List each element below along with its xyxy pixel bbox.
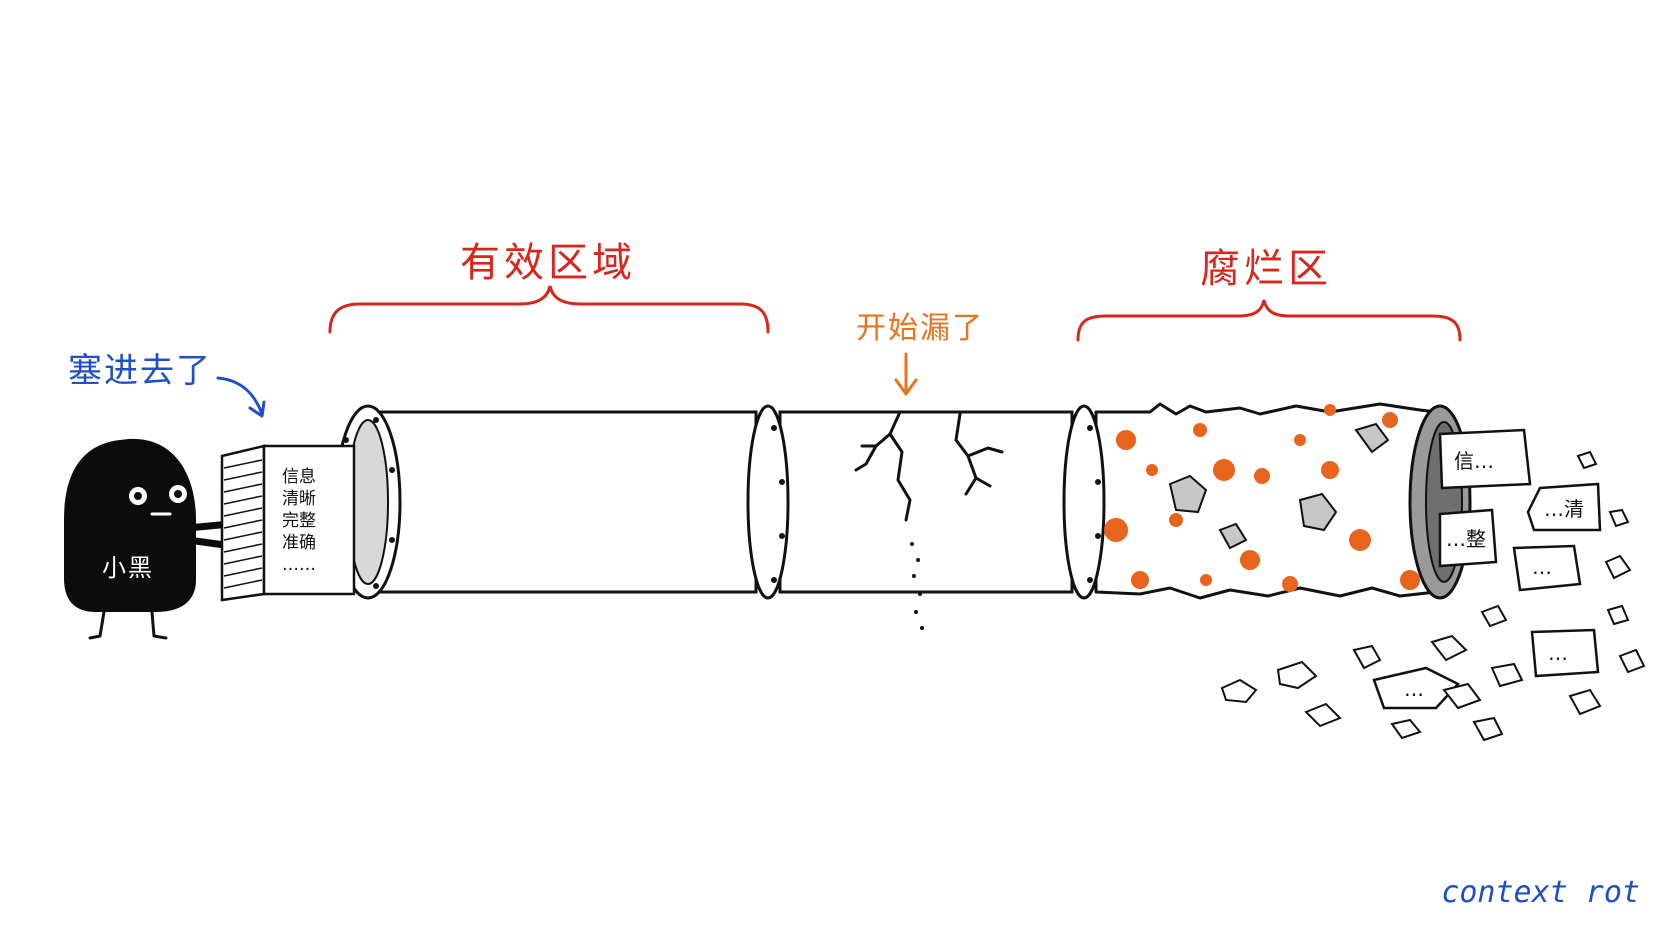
document-line-3: 完整 — [282, 511, 316, 531]
leak-arrow-icon — [894, 352, 918, 396]
character-xiaohei: 小黑 — [64, 438, 236, 640]
document-line-5: …… — [282, 555, 316, 575]
character-name-label: 小黑 — [102, 554, 154, 582]
curved-arrow-icon — [216, 376, 266, 418]
character-legs — [88, 610, 168, 640]
pipe-segment-cracked — [778, 410, 1074, 594]
leak-drips — [910, 542, 924, 630]
document-stack: 信息 清晰 完整 准确 …… — [220, 444, 356, 602]
pipe-joint-flange-2 — [1062, 404, 1106, 600]
fragment-2: …清 — [1526, 482, 1602, 532]
document-line-1: 信息 — [282, 467, 316, 487]
pipe — [334, 402, 1472, 630]
fragment-3: …整 — [1438, 508, 1498, 568]
document-front — [262, 444, 356, 596]
svg-text:…: … — [1548, 641, 1568, 665]
leak-start-label: 开始漏了 — [856, 311, 984, 346]
svg-text:…整: …整 — [1446, 527, 1486, 551]
character-body — [64, 438, 196, 612]
fragment-1: 信… — [1438, 428, 1532, 490]
svg-text:…: … — [1532, 555, 1552, 579]
effective-zone-label: 有效区域 — [460, 240, 636, 286]
fragment-4: … — [1512, 544, 1582, 592]
rust-patches — [1104, 404, 1420, 592]
pushed-in-annotation: 塞进去了 — [68, 351, 266, 418]
pipe-segment-clean — [366, 410, 758, 594]
document-line-2: 清晰 — [282, 489, 316, 509]
document-stack-side — [220, 444, 266, 602]
fragment-5: … — [1530, 628, 1600, 678]
rot-zone-label: 腐烂区 — [1200, 246, 1332, 292]
fragment-6: … — [1372, 666, 1461, 710]
fragments: 信… …清 …整 … … … — [1220, 428, 1646, 742]
pushed-in-label: 塞进去了 — [68, 351, 212, 391]
leak-start-annotation: 开始漏了 — [856, 311, 984, 396]
pipe-segment-rotted — [1094, 402, 1438, 600]
debris-flakes — [1220, 450, 1646, 742]
pipe-joint-flange-1 — [746, 404, 790, 600]
document-line-4: 准确 — [282, 533, 316, 553]
pipe-cracks — [854, 410, 1004, 522]
effective-zone-annotation: 有效区域 — [328, 240, 770, 334]
rot-zone-brace — [1076, 299, 1462, 342]
signature-text: context rot — [1441, 875, 1640, 910]
corrosion-holes — [1168, 422, 1390, 550]
svg-text:…: … — [1404, 677, 1424, 701]
svg-text:…清: …清 — [1544, 497, 1584, 521]
rot-zone-annotation: 腐烂区 — [1076, 246, 1462, 342]
effective-zone-brace — [328, 285, 770, 334]
svg-text:信…: 信… — [1454, 449, 1494, 473]
